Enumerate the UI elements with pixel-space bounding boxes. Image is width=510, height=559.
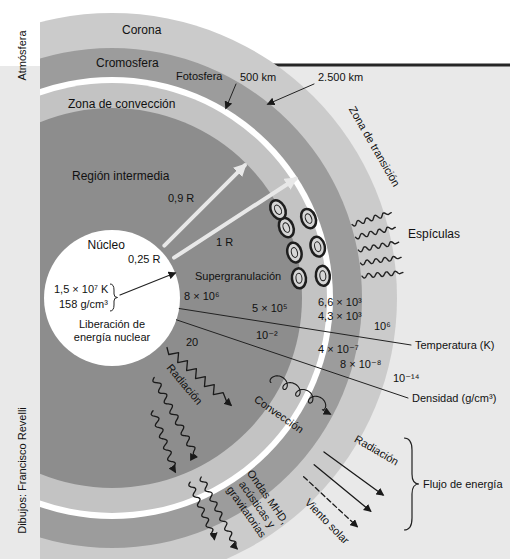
cell-core [290, 247, 298, 258]
transport-label: Ondas MHD, acústicas y gravitatorias [219, 463, 293, 546]
density-value: 8 × 10⁻⁸ [340, 358, 381, 371]
supergranulation-cell [285, 241, 303, 264]
feature-label: Supergranulación [195, 270, 281, 283]
cell-ring [285, 241, 303, 264]
convection-zone-band: Zona de convecciónRegión intermediaNúcle… [40, 83, 327, 513]
bracket-label: Flujo de energía [423, 478, 503, 491]
spicule [352, 213, 391, 226]
supergranulation-cell [267, 198, 289, 222]
core-circle-fill [44, 230, 180, 366]
radiation-wave-arrow [151, 411, 175, 472]
cell-core [314, 241, 322, 252]
dimension-label: 2.500 km [318, 71, 363, 84]
band-label: Zona de convección [68, 98, 175, 111]
corona-band: CoronaCromosferaFotosferaZona de convecc… [40, 13, 397, 559]
band-label: Cromosfera [96, 57, 159, 70]
temperature-value: 4,3 × 10³ [318, 310, 362, 323]
spicule [362, 271, 403, 278]
axis-label: Densidad (g/cm³) [412, 392, 496, 405]
cell-core [273, 204, 283, 216]
radius-ray [174, 179, 296, 258]
photosphere-band-fill [40, 77, 333, 519]
region-label: Región intermedia [72, 170, 169, 183]
core-brace [110, 284, 118, 311]
radius-label: 0,9 R [168, 192, 194, 205]
cell-ring [315, 265, 331, 286]
cell-ring [267, 198, 289, 222]
core-radius-arrow [120, 273, 175, 295]
temperature-leader [179, 309, 411, 346]
temperature-value: 10⁶ [374, 320, 391, 333]
chromosphere-thickness-arrow [268, 84, 314, 104]
density-value: 10⁻¹⁴ [393, 372, 419, 385]
density-value: 20 [186, 336, 198, 349]
cell-core [319, 271, 326, 282]
transport-label: Viento solar [302, 496, 352, 547]
cell-core [295, 273, 302, 284]
spicule [361, 256, 402, 264]
layer-label: Zona de transición [346, 104, 403, 189]
spicule [356, 227, 396, 239]
dimension-label: 500 km [240, 71, 276, 84]
wave-arrow [189, 482, 214, 539]
band-label: Corona [122, 24, 161, 37]
cell-ring [291, 268, 307, 289]
feature-label: Espículas [408, 228, 460, 241]
corona-band-fill [40, 13, 397, 559]
cell-ring [298, 207, 318, 231]
radius-label: 0,25 R [128, 253, 160, 266]
cell-ring [308, 235, 326, 258]
density-value: 4 × 10⁻⁷ [318, 343, 359, 356]
radiative-zone-region-fill [40, 108, 302, 488]
chromosphere-band-fill [40, 48, 362, 548]
photosphere-thickness-arrow [226, 84, 236, 108]
supergranulation-cell [315, 265, 331, 286]
layer-group-label: Atmósfera [16, 30, 29, 80]
band-label: Fotosfera [176, 70, 222, 83]
cell-core [282, 222, 291, 234]
radius-label: 1 R [216, 236, 233, 249]
credit-note: Dibujos: Francisco Revelli [15, 407, 28, 534]
convection-zone-band-fill [40, 83, 327, 513]
core-density: 158 g/cm³ [59, 298, 108, 311]
radius-ray [164, 165, 245, 246]
supergranulation-cell [308, 235, 326, 258]
temperature-value: 8 × 10⁶ [184, 290, 219, 303]
core-circle: Núcleo 1,5 × 10⁷ K 158 g/cm³ Liberación de … [44, 230, 180, 366]
radiation-arrow [314, 465, 370, 511]
supergranulation-cell [298, 207, 318, 231]
energy-flow-brace [404, 438, 419, 530]
transport-label: Radiación [163, 361, 204, 407]
axis-label: Temperatura (K) [415, 339, 494, 352]
radiation-arrow [324, 452, 383, 495]
cell-core [304, 213, 313, 225]
supergranulation-cell [291, 268, 307, 289]
temperature-value: 5 × 10⁵ [252, 302, 287, 315]
density-leader [176, 320, 408, 398]
transport-label: Convección [251, 392, 306, 436]
transport-label: Radiación [352, 432, 401, 468]
radiative-zone-region: Región intermediaNúcleo 1,5 × 10⁷ K 158 g/… [40, 108, 302, 488]
core-temperature: 1,5 × 10⁷ K [54, 283, 108, 296]
core-note: Liberación de energía nuclear [70, 318, 154, 344]
core-title: Núcleo [88, 239, 125, 252]
density-value: 10⁻² [256, 329, 278, 342]
temperature-value: 6,6 × 10³ [318, 296, 362, 309]
spicule [358, 242, 398, 252]
